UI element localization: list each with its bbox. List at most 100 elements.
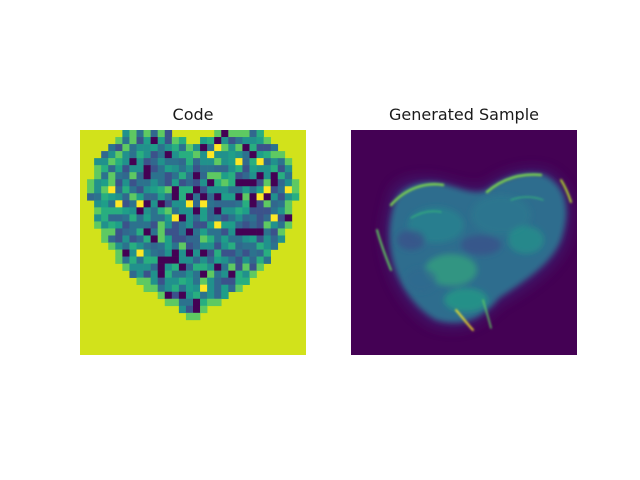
- heatmap-cell: [242, 158, 250, 166]
- heatmap-cell: [221, 158, 229, 166]
- heatmap-cell: [150, 214, 158, 222]
- heatmap-cell: [200, 256, 208, 264]
- heatmap-cell: [235, 165, 243, 173]
- heatmap-cell: [94, 179, 102, 187]
- heatmap-cell: [136, 270, 144, 278]
- heatmap-cell: [108, 179, 116, 187]
- heatmap-cell: [178, 186, 187, 194]
- heatmap-cell: [136, 151, 144, 159]
- heatmap-cell: [228, 263, 236, 271]
- heatmap-cell: [228, 249, 236, 257]
- heatmap-cell: [221, 277, 229, 285]
- heatmap-cell: [242, 228, 250, 236]
- heatmap-cell: [150, 144, 158, 152]
- heatmap-cell: [150, 256, 158, 264]
- heatmap-cell: [157, 249, 166, 257]
- heatmap-cell: [207, 298, 215, 307]
- heatmap-cell: [108, 165, 116, 173]
- heatmap-cell: [178, 298, 187, 307]
- heatmap-cell: [270, 221, 279, 229]
- heatmap-cell: [178, 249, 187, 257]
- heatmap-cell: [228, 256, 236, 264]
- sample-edge-streak: [510, 196, 544, 201]
- heatmap-cell: [122, 144, 130, 152]
- heatmap-cell: [214, 179, 222, 187]
- heatmap-cell: [214, 256, 222, 264]
- heatmap-cell: [157, 151, 166, 159]
- heatmap-cell: [228, 242, 236, 250]
- heatmap-cell: [263, 249, 271, 257]
- heatmap-cell: [207, 214, 215, 222]
- heatmap-cell: [143, 144, 151, 152]
- heatmap-cell: [270, 186, 279, 194]
- sample-edge-streak: [485, 173, 543, 194]
- heatmap-cell: [115, 165, 123, 173]
- sample-region: [397, 230, 425, 250]
- heatmap-cell: [143, 228, 151, 236]
- heatmap-cell: [178, 277, 187, 285]
- heatmap-cell: [164, 130, 173, 138]
- heatmap-cell: [143, 165, 151, 173]
- heatmap-cell: [221, 137, 229, 145]
- heatmap-cell: [256, 242, 264, 250]
- heatmap-cell: [207, 242, 215, 250]
- heatmap-cell: [122, 228, 130, 236]
- heatmap-cell: [242, 137, 250, 145]
- heatmap-cell: [157, 193, 166, 201]
- heatmap-cell: [270, 144, 279, 152]
- heatmap-cell: [171, 298, 180, 307]
- heatmap-cell: [242, 186, 250, 194]
- heatmap-cell: [221, 130, 229, 138]
- heatmap-cell: [185, 200, 194, 208]
- heatmap-cell: [129, 165, 137, 173]
- heatmap-cell: [228, 277, 236, 285]
- heatmap-cell: [122, 242, 130, 250]
- heatmap-cell: [214, 151, 222, 159]
- heatmap-cell: [200, 249, 208, 257]
- heatmap-cell: [185, 221, 194, 229]
- heatmap-cell: [200, 165, 208, 173]
- heatmap-cell: [178, 214, 187, 222]
- heatmap-cell: [136, 242, 144, 250]
- heatmap-cell: [256, 193, 264, 201]
- heatmap-cell: [200, 228, 208, 236]
- heatmap-cell: [193, 200, 201, 208]
- heatmap-cell: [221, 242, 229, 250]
- heatmap-cell: [157, 214, 166, 222]
- heatmap-cell: [136, 214, 144, 222]
- heatmap-cell: [157, 158, 166, 166]
- heatmap-cell: [101, 158, 109, 166]
- heatmap-cell: [143, 256, 151, 264]
- heatmap-cell: [150, 158, 158, 166]
- heatmap-cell: [143, 137, 151, 145]
- heatmap-cell: [136, 249, 144, 257]
- heatmap-cell: [214, 249, 222, 257]
- heatmap-cell: [143, 221, 151, 229]
- heatmap-cell: [136, 235, 144, 243]
- heatmap-cell: [143, 130, 151, 138]
- heatmap-cell: [242, 249, 250, 257]
- heatmap-cell: [108, 172, 116, 180]
- heatmap-cell: [115, 172, 123, 180]
- heatmap-cell: [277, 207, 286, 215]
- heatmap-cell: [277, 200, 286, 208]
- heatmap-cell: [157, 137, 166, 145]
- heatmap-cell: [136, 277, 144, 285]
- heatmap-cell: [221, 221, 229, 229]
- heatmap-cell: [214, 200, 222, 208]
- heatmap-cell: [214, 137, 222, 145]
- heatmap-cell: [193, 263, 201, 271]
- heatmap-cell: [221, 165, 229, 173]
- heatmap-cell: [101, 235, 109, 243]
- heatmap-cell: [242, 270, 250, 278]
- heatmap-cell: [249, 228, 257, 236]
- heatmap-cell: [143, 277, 151, 285]
- heatmap-cell: [221, 270, 229, 278]
- heatmap-cell: [157, 179, 166, 187]
- heatmap-cell: [164, 291, 173, 300]
- heatmap-cell: [185, 228, 194, 236]
- heatmap-cell: [193, 221, 201, 229]
- heatmap-cell: [150, 235, 158, 243]
- heatmap-cell: [214, 193, 222, 201]
- heatmap-cell: [150, 193, 158, 201]
